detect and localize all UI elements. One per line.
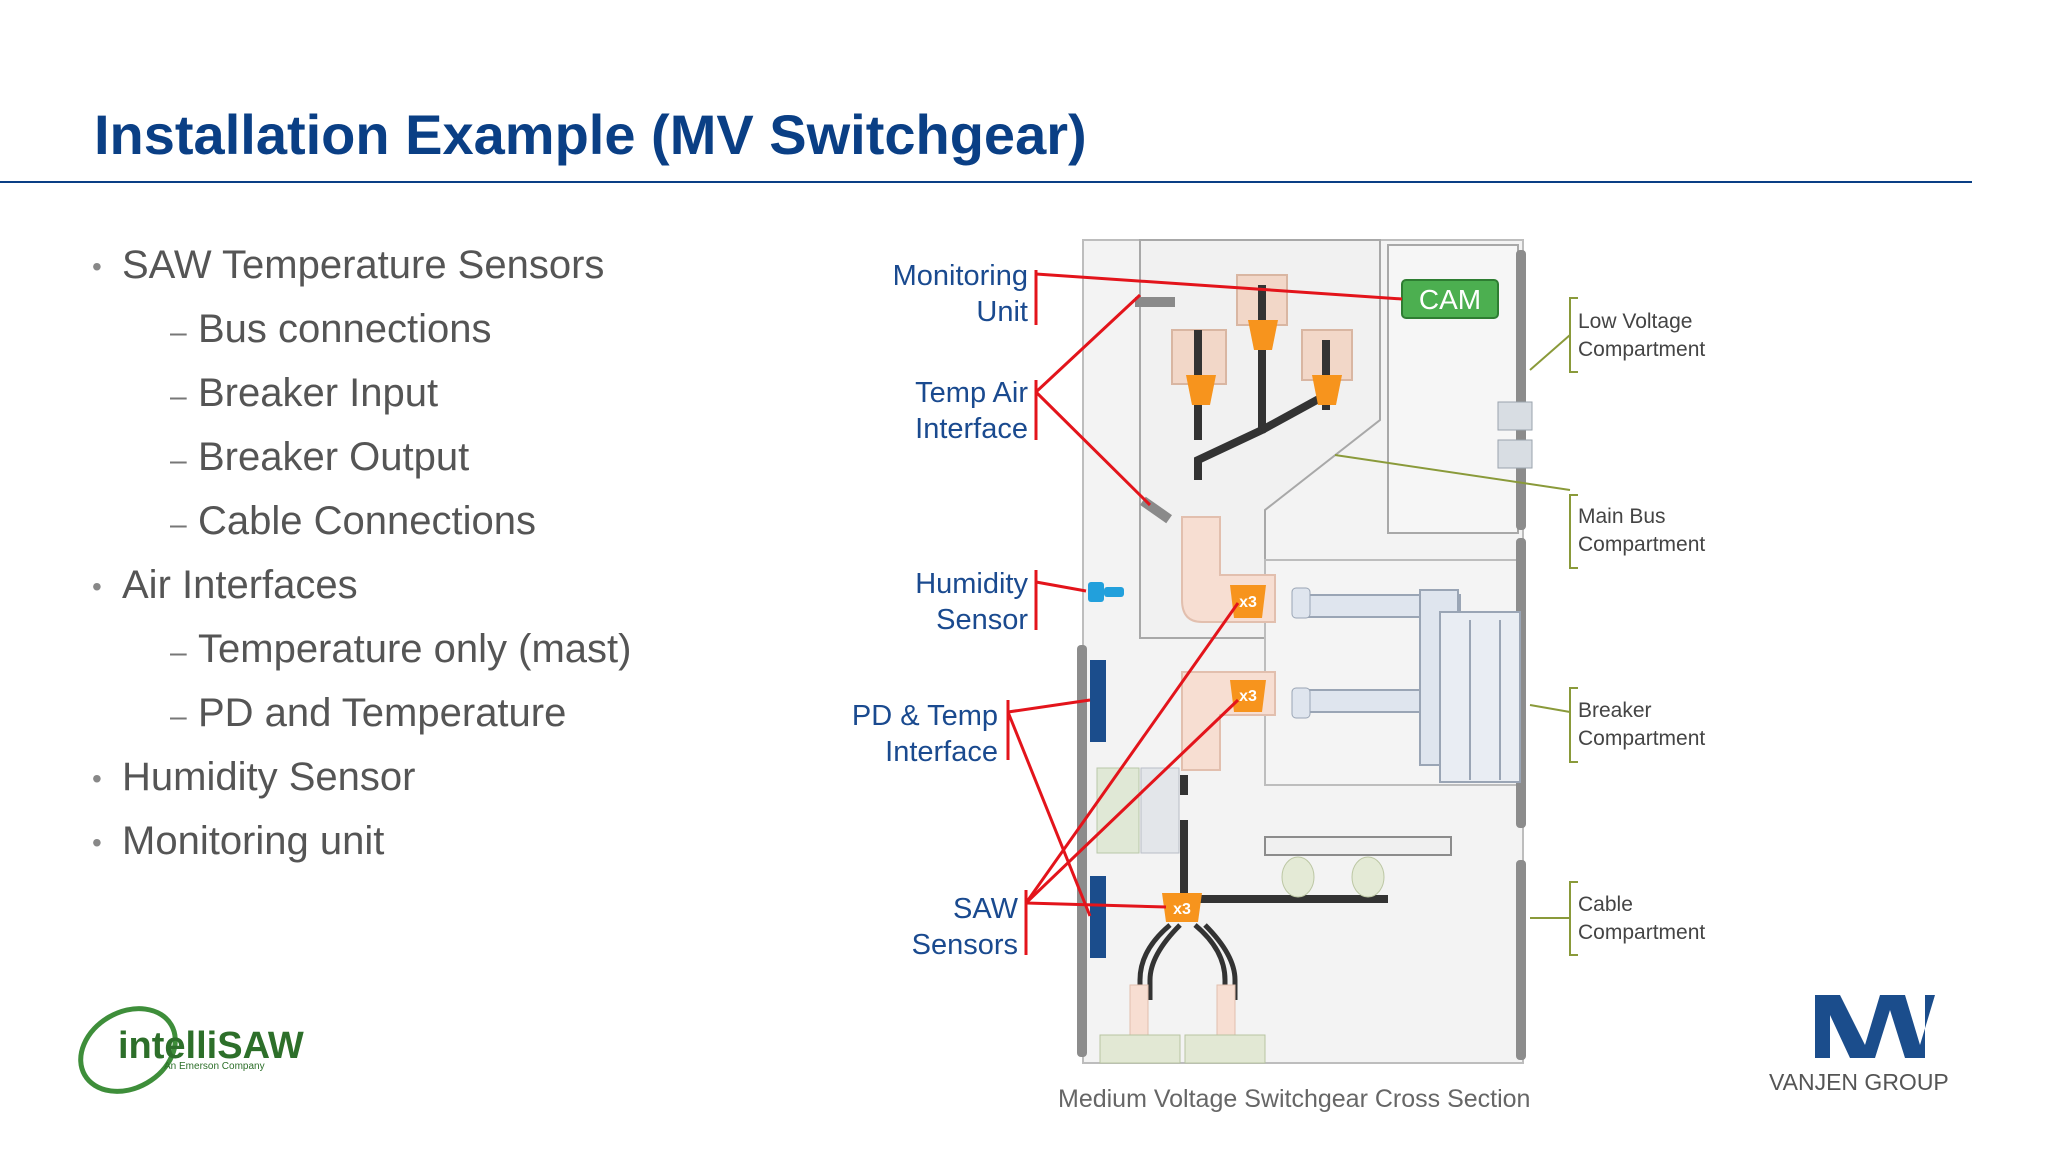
sensor-badge bbox=[1230, 585, 1266, 618]
sensor-badge bbox=[1162, 893, 1202, 922]
label-main-bus-compartment: Main Bus bbox=[1578, 505, 1666, 528]
intellisaw-logo: intelliSAW An Emerson Company bbox=[78, 1006, 304, 1094]
svg-text:Compartment: Compartment bbox=[1578, 921, 1705, 944]
title-divider bbox=[0, 181, 1972, 183]
breaker-mechanism bbox=[1291, 587, 1521, 783]
pd-temp-interface-bar bbox=[1090, 660, 1106, 742]
bullet-item: • Air Interfaces bbox=[92, 563, 358, 608]
svg-text:Sensor: Sensor bbox=[936, 604, 1028, 636]
sensor-count-badge: x3 bbox=[1239, 594, 1257, 611]
bullet-text: Humidity Sensor bbox=[122, 755, 416, 799]
bullet-text: Monitoring unit bbox=[122, 819, 385, 863]
bullet-dot-icon: • bbox=[92, 251, 102, 283]
sub-bullet-text: Breaker Input bbox=[198, 371, 439, 415]
label-cable-compartment: Cable bbox=[1578, 893, 1633, 916]
vanjen-wordmark: VANJEN GROUP bbox=[1769, 1069, 1949, 1095]
label-humidity-sensor: Humidity bbox=[915, 568, 1028, 600]
dash-icon: – bbox=[170, 508, 187, 541]
bullet-text: Air Interfaces bbox=[122, 563, 358, 607]
label-temp-air-interface: Temp Air bbox=[915, 377, 1028, 409]
sub-bullet-text: Bus connections bbox=[198, 307, 492, 351]
sub-bullet-text: Temperature only (mast) bbox=[198, 627, 632, 671]
label-low-voltage-compartment: Low Voltage bbox=[1578, 310, 1692, 333]
intellisaw-tagline: An Emerson Company bbox=[164, 1061, 265, 1072]
slide-title: Installation Example (MV Switchgear) bbox=[94, 103, 1087, 166]
leader-lines bbox=[1006, 270, 1403, 955]
bullet-item: • SAW Temperature Sensors bbox=[92, 243, 604, 288]
svg-text:Compartment: Compartment bbox=[1578, 727, 1705, 750]
rail bbox=[1264, 836, 1452, 856]
sensor-count-badge: x3 bbox=[1239, 688, 1257, 705]
dash-icon: – bbox=[170, 444, 187, 477]
sub-bullet-text: Cable Connections bbox=[198, 499, 536, 543]
dash-icon: – bbox=[170, 636, 187, 669]
sub-bullet-item: –Cable Connections bbox=[170, 499, 536, 544]
bullet-dot-icon: • bbox=[92, 763, 102, 795]
sensor-count-badge: x3 bbox=[1173, 901, 1191, 918]
pd-temp-interface-bar bbox=[1090, 876, 1106, 958]
compartment-brackets bbox=[1334, 297, 1578, 956]
dash-icon: – bbox=[170, 700, 187, 733]
sub-bullet-text: PD and Temperature bbox=[198, 691, 567, 735]
diagram-caption: Medium Voltage Switchgear Cross Section bbox=[1058, 1085, 1531, 1113]
bullet-item: • Monitoring unit bbox=[92, 819, 384, 864]
bullet-text: SAW Temperature Sensors bbox=[122, 243, 605, 287]
bullet-dot-icon: • bbox=[92, 571, 102, 603]
sub-bullet-item: –Bus connections bbox=[170, 307, 492, 352]
side-post bbox=[1516, 860, 1526, 1060]
cable-assembly bbox=[1096, 767, 1388, 1064]
svg-text:Sensors: Sensors bbox=[912, 929, 1018, 961]
bullet-item: • Humidity Sensor bbox=[92, 755, 415, 800]
humidity-sensor-icon bbox=[1088, 582, 1104, 602]
svg-text:Unit: Unit bbox=[976, 296, 1028, 328]
label-saw-sensors: SAW bbox=[953, 893, 1019, 925]
sensor-icon bbox=[1248, 320, 1278, 350]
temp-mast-sensor bbox=[1135, 297, 1175, 307]
sub-bullet-item: –Temperature only (mast) bbox=[170, 627, 631, 672]
sub-bullet-item: –PD and Temperature bbox=[170, 691, 566, 736]
sub-bullet-item: –Breaker Input bbox=[170, 371, 438, 416]
sensor-icon bbox=[1186, 375, 1216, 405]
svg-text:Interface: Interface bbox=[915, 413, 1028, 445]
sub-bullet-text: Breaker Output bbox=[198, 435, 470, 479]
latch bbox=[1497, 401, 1533, 431]
intellisaw-wordmark: intelliSAW bbox=[118, 1025, 304, 1067]
dash-icon: – bbox=[170, 380, 187, 413]
sub-bullet-item: –Breaker Output bbox=[170, 435, 469, 480]
label-monitoring-unit: Monitoring bbox=[893, 260, 1028, 292]
svg-text:Compartment: Compartment bbox=[1578, 338, 1705, 361]
dash-icon: – bbox=[170, 316, 187, 349]
side-post bbox=[1516, 250, 1526, 530]
bullet-dot-icon: • bbox=[92, 827, 102, 859]
label-breaker-compartment: Breaker bbox=[1578, 699, 1652, 722]
sensor-icon bbox=[1312, 375, 1342, 405]
sensor-badge bbox=[1230, 680, 1266, 712]
vanjen-group-logo: VANJEN GROUP bbox=[1769, 995, 1949, 1095]
svg-text:Compartment: Compartment bbox=[1578, 533, 1705, 556]
latch bbox=[1497, 439, 1533, 469]
label-pd-temp-interface: PD & Temp bbox=[852, 700, 998, 732]
svg-text:Interface: Interface bbox=[885, 736, 998, 768]
cam-label: CAM bbox=[1419, 284, 1481, 315]
